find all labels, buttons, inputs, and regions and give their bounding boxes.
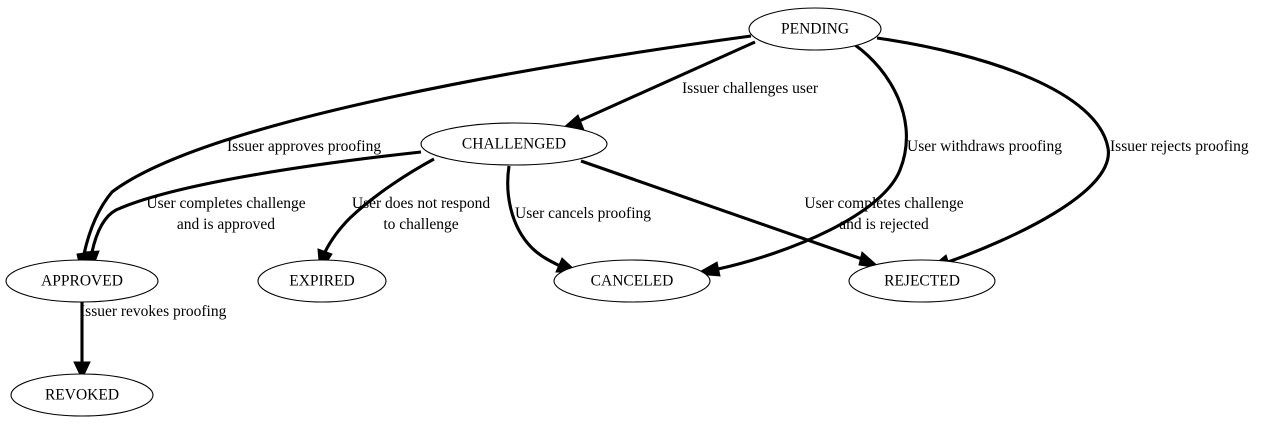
node-expired[interactable]: EXPIRED xyxy=(257,259,387,303)
edge-path-challenged-expired xyxy=(323,157,435,253)
node-shape-rejected xyxy=(848,259,996,303)
edge-path-pending-challenged xyxy=(576,40,756,124)
node-shape-revoked xyxy=(10,373,154,417)
edge-label-user-completes-challenge-approved-line1: User completes challenge xyxy=(146,195,305,212)
node-label-pending: PENDING xyxy=(781,21,849,38)
node-label-approved: APPROVED xyxy=(41,273,123,290)
edge-path-challenged-rejected xyxy=(580,159,863,261)
node-label-challenged: CHALLENGED xyxy=(462,136,566,153)
edge-path-pending-canceled xyxy=(717,43,908,271)
node-label-canceled: CANCELED xyxy=(591,273,674,290)
node-shape-pending xyxy=(748,7,882,51)
node-challenged[interactable]: CHALLENGED xyxy=(420,122,608,166)
arrowhead-revoked-in-approved xyxy=(73,361,91,381)
edge-label-issuer-approves-proofing: Issuer approves proofing xyxy=(227,138,381,155)
edge-label-user-withdraws-proofing: User withdraws proofing xyxy=(907,138,1062,155)
edge-label-user-cancels-proofing: User cancels proofing xyxy=(515,205,651,222)
node-canceled[interactable]: CANCELED xyxy=(553,259,711,303)
edge-path-challenged-canceled xyxy=(506,165,561,268)
edge-label-user-completes-challenge-rejected-line1: User completes challenge xyxy=(804,195,963,212)
edge-challenged-approved[interactable] xyxy=(84,150,422,277)
edge-label-user-does-not-respond-line2: to challenge xyxy=(383,216,458,233)
edge-path-challenged-approved xyxy=(90,150,422,253)
node-shape-canceled xyxy=(553,259,711,303)
edge-label-issuer-revokes-proofing: Issuer revokes proofing xyxy=(80,303,227,320)
edge-label-issuer-challenges-user: Issuer challenges user xyxy=(682,80,819,97)
node-revoked[interactable]: REVOKED xyxy=(10,373,154,417)
node-label-revoked: REVOKED xyxy=(45,387,119,404)
node-shape-challenged xyxy=(420,122,608,166)
edge-pending-approved[interactable] xyxy=(76,34,752,278)
edge-path-pending-approved xyxy=(82,34,752,255)
node-approved[interactable]: APPROVED xyxy=(5,259,159,303)
node-label-rejected: REJECTED xyxy=(884,273,960,290)
edge-label-user-completes-challenge-rejected-line2: and is rejected xyxy=(839,216,929,233)
edge-label-user-completes-challenge-approved-line2: and is approved xyxy=(177,216,275,233)
node-shape-approved xyxy=(5,259,159,303)
node-shape-expired xyxy=(257,259,387,303)
node-pending[interactable]: PENDING xyxy=(748,7,882,51)
edge-path-pending-rejected xyxy=(876,36,1110,264)
edge-approved-revoked[interactable] xyxy=(73,302,91,381)
node-rejected[interactable]: REJECTED xyxy=(848,259,996,303)
node-label-expired: EXPIRED xyxy=(289,273,354,290)
edge-label-issuer-rejects-proofing: Issuer rejects proofing xyxy=(1110,138,1249,155)
edge-label-user-does-not-respond-line1: User does not respond xyxy=(352,195,490,212)
